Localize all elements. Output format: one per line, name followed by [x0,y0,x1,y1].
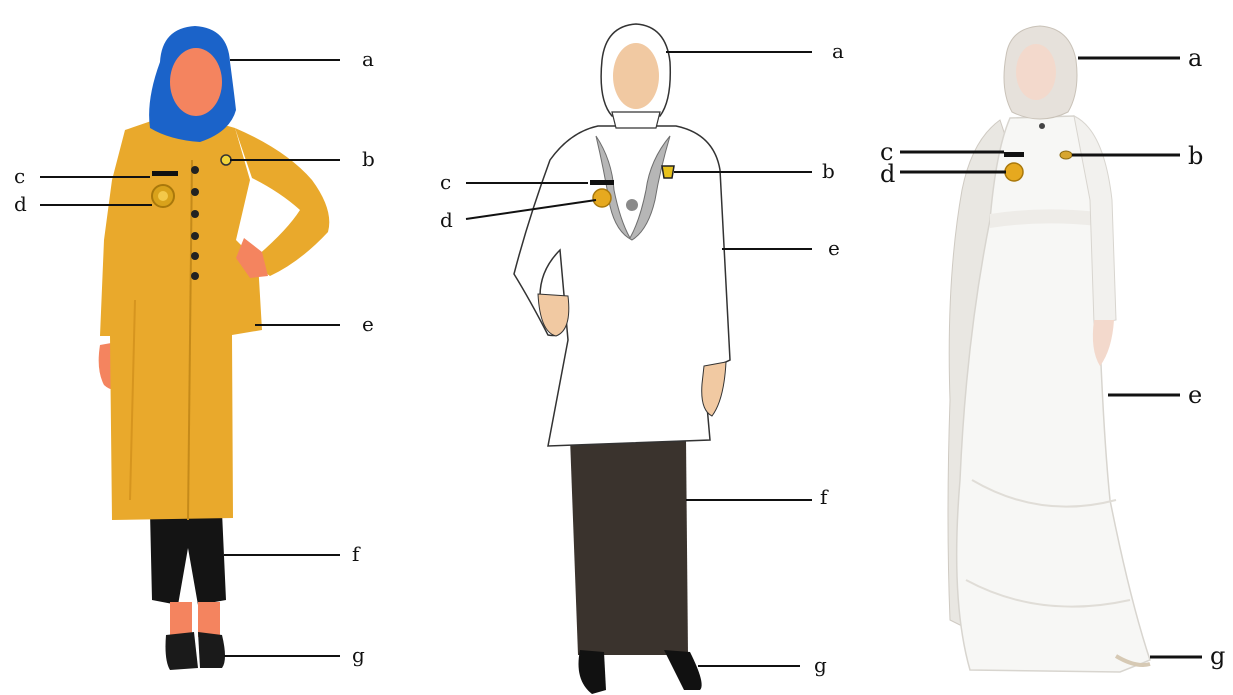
figure-3-pin [1060,151,1072,159]
figure-1-trousers [150,512,226,605]
figure-1-face [170,48,222,116]
figure-3-collar-button [1039,123,1045,129]
figure-1-label-b: b [362,147,375,171]
figure-2-embroidery-dot [626,199,638,211]
figure-1-label-g: g [352,643,365,667]
figure-1-ankle-left [170,602,192,637]
figure-3-white-gown [948,26,1150,672]
figure-1-label-a: a [362,47,374,71]
figure-1-label-e: e [362,312,374,336]
figure-2-hand-right [702,362,726,416]
figure-2-white-tunic [514,24,730,694]
figure-1-badge-inner [158,191,168,201]
figure-3-label-b: b [1188,142,1203,170]
figure-1-coat [100,118,262,520]
figure-2-pin [662,166,674,178]
figure-2-hand-left [538,294,569,336]
figure-2-label-e: e [828,236,840,260]
figure-1-label-f: f [352,542,361,566]
figure-2-name-bar [590,180,614,185]
figure-1-yellow-coat [99,26,330,670]
figure-1-ankle-right [198,602,220,637]
figure-3-label-d: d [880,160,895,188]
figure-3-face [1016,44,1056,100]
figure-2-shoe-left [579,650,607,694]
figure-1-label-c: c [14,164,25,188]
figure-2-skirt [570,438,688,655]
figure-2-label-b: b [822,159,835,183]
figure-2-label-a: a [832,39,844,63]
figure-1-shoe-left [166,632,199,670]
figure-3-label-e: e [1188,381,1202,409]
figure-3-name-bar [1004,152,1024,157]
figure-2-label-d: d [440,208,453,232]
figure-2-neck-wrap [612,112,660,128]
figure-2-label-f: f [820,485,829,509]
figure-1-pin [221,155,231,165]
figure-2-label-g: g [814,653,827,677]
figure-2-label-c: c [440,170,451,194]
figure-1-label-d: d [14,192,27,216]
figure-1-name-bar [152,171,178,176]
figure-3-label-g: g [1210,642,1225,670]
figure-3-label-a: a [1188,44,1202,72]
figure-3-badge [1005,163,1023,181]
figure-2-shoe-right [664,650,702,690]
figure-2-face [613,43,659,109]
figure-1-shoe-right [198,632,225,668]
figure-2-badge [593,189,611,207]
figure-2-tunic [514,126,730,446]
